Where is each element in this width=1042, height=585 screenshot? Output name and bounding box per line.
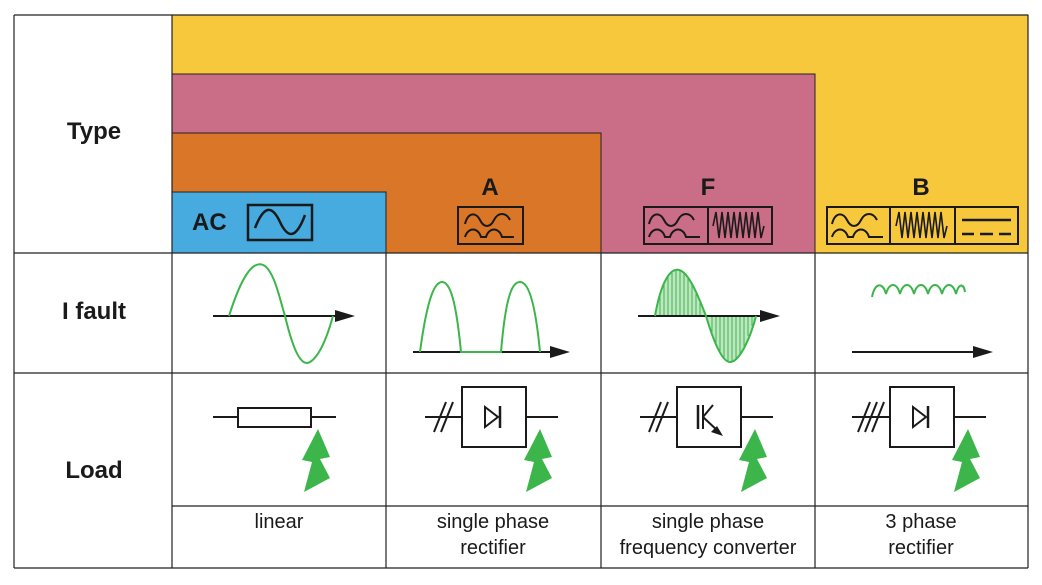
a-fault-waveform — [413, 280, 570, 358]
row-label-type: Type — [66, 118, 122, 145]
linear-load-circuit — [213, 407, 336, 428]
type-label-f: F — [700, 174, 716, 201]
caption-line: frequency converter — [619, 537, 797, 559]
a-pulsating-dc-symbol — [457, 206, 524, 245]
caption-line: single phase — [651, 511, 765, 533]
type-label-a: A — [481, 174, 499, 201]
ac-fault-waveform — [213, 263, 355, 364]
row-label-load: Load — [65, 457, 123, 484]
caption-frequency-converter: single phase frequency converter — [602, 509, 814, 561]
f-fault-waveform — [638, 268, 780, 364]
caption-line: rectifier — [888, 537, 954, 559]
frequency-converter-circuit — [640, 386, 773, 448]
b-smooth-dc-symbol — [826, 206, 1019, 245]
fault-arrow-icon — [302, 429, 330, 492]
fault-arrow-icon — [524, 429, 552, 492]
caption-line: 3 phase — [885, 511, 957, 533]
fault-arrow-icon — [952, 429, 980, 492]
caption-line: single phase — [436, 511, 550, 533]
fault-arrow-icon — [739, 429, 767, 492]
f-mixed-frequency-symbol — [643, 206, 773, 245]
three-phase-rectifier-circuit — [852, 386, 986, 448]
caption-single-phase-rectifier: single phase rectifier — [387, 509, 599, 561]
row-label-i-fault: I fault — [62, 298, 126, 325]
ac-sine-symbol — [246, 203, 314, 242]
b-fault-waveform — [852, 284, 993, 358]
type-label-ac: AC — [192, 209, 227, 236]
caption-three-phase-rectifier: 3 phase rectifier — [815, 509, 1027, 561]
single-phase-rectifier-circuit — [425, 386, 558, 448]
caption-linear: linear — [173, 509, 385, 535]
type-label-b: B — [912, 174, 930, 201]
table-grid — [13, 14, 1029, 569]
caption-linear-text: linear — [254, 511, 304, 533]
caption-line: rectifier — [460, 537, 526, 559]
